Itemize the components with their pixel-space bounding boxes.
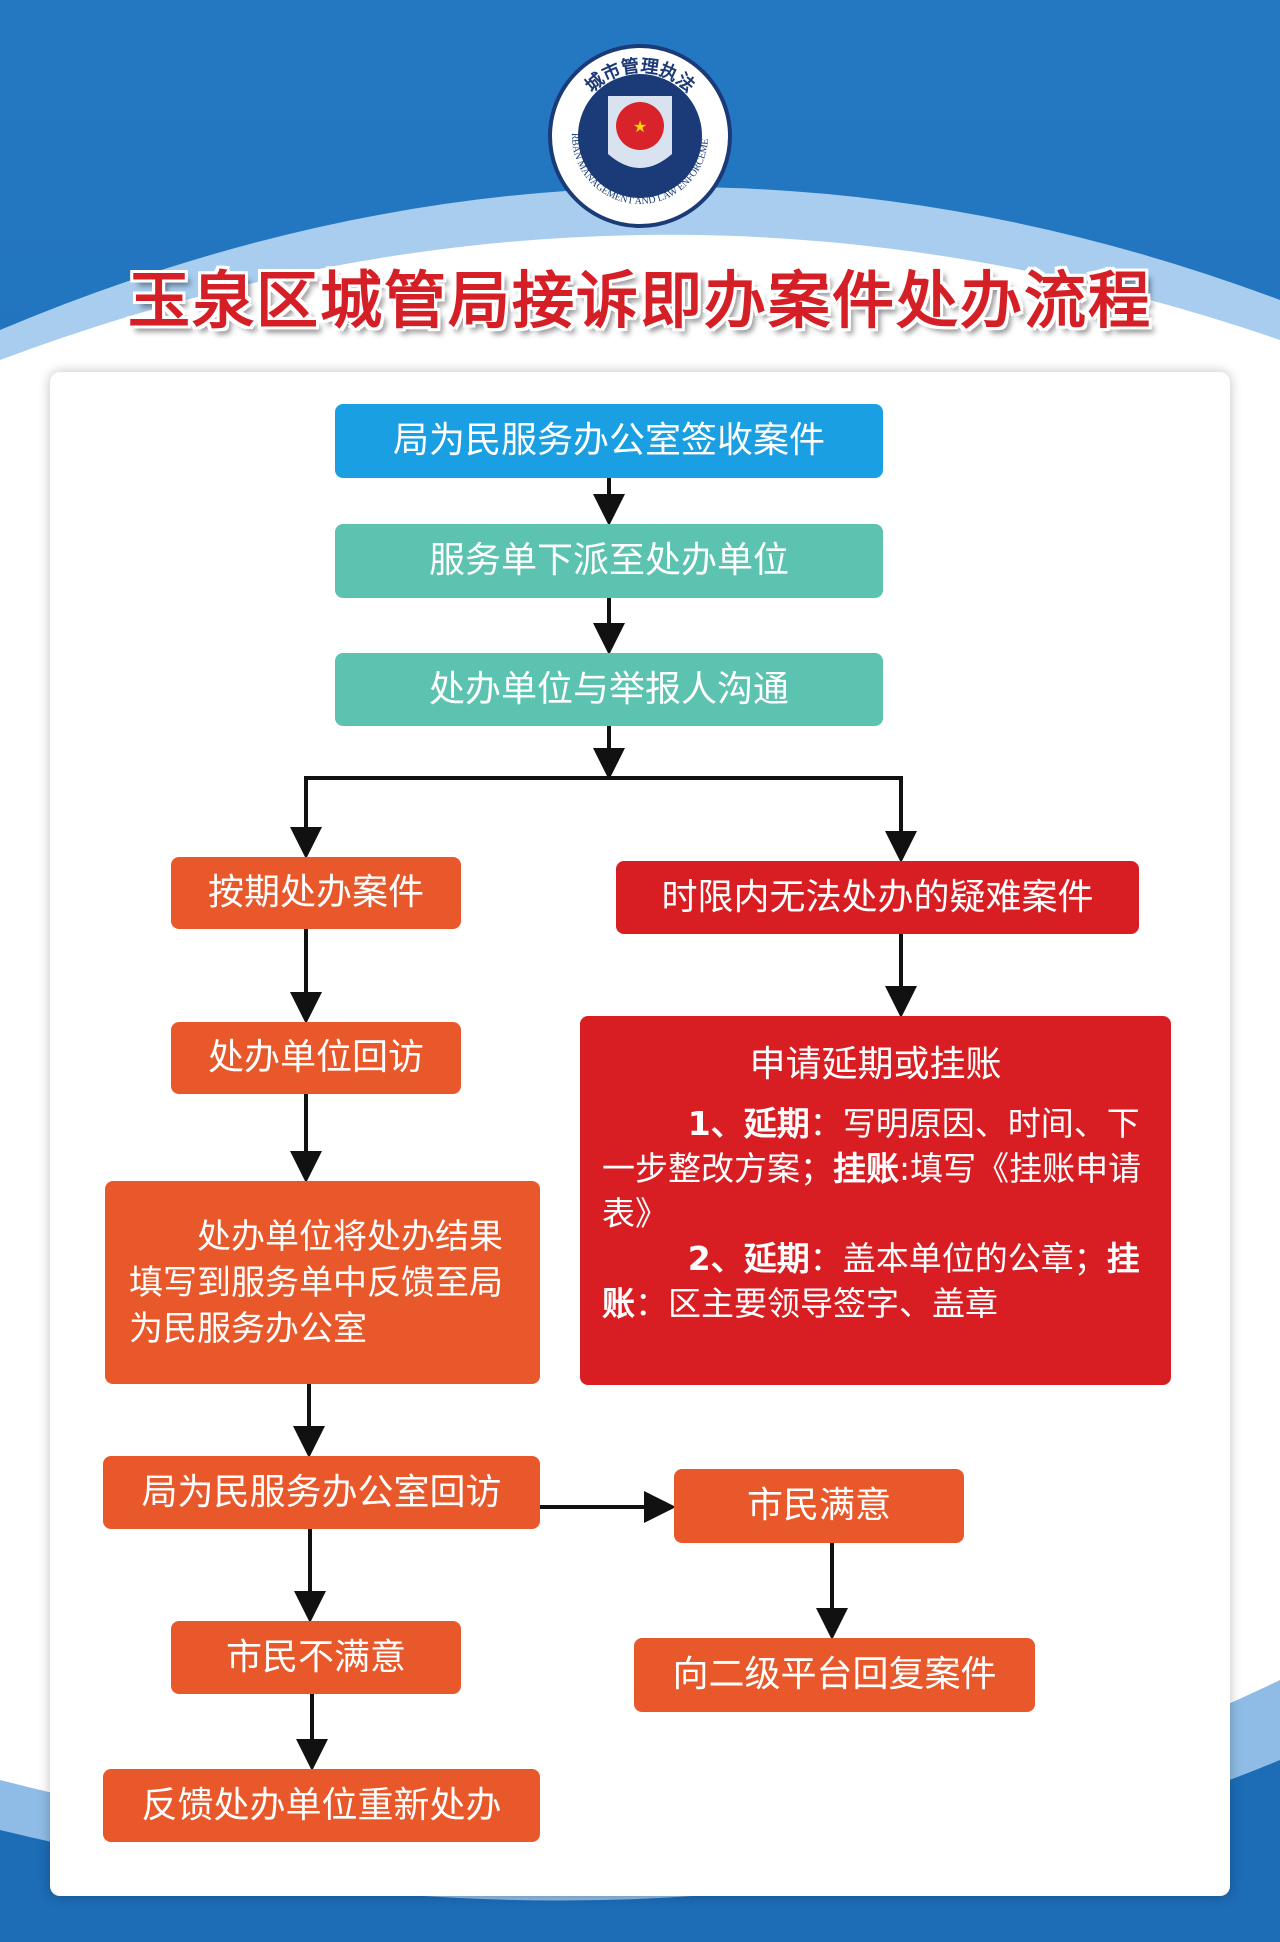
step-unsatisfied: 市民不满意 [171, 1621, 461, 1694]
urban-management-logo: ★ 城市管理执法 URBAN MANAGEMENT AND LAW ENFORC… [548, 44, 732, 228]
step-office-revisit: 局为民服务办公室回访 [103, 1456, 540, 1529]
step-handle-on-time: 按期处办案件 [171, 857, 461, 929]
apply-item-2: 2、延期：盖本单位的公章；挂账：区主要领导签字、盖章 [602, 1239, 1140, 1323]
svg-text:★: ★ [633, 117, 647, 136]
branch-line [304, 776, 917, 863]
step-sign-case: 局为民服务办公室签收案件 [335, 404, 883, 478]
apply-heading: 申请延期或挂账 [749, 1044, 1002, 1085]
apply-extension-box: 申请延期或挂账 1、延期：写明原因、时间、下一步整改方案；挂账:填写《挂账申请表… [580, 1016, 1171, 1385]
apply-item-1: 1、延期：写明原因、时间、下一步整改方案；挂账:填写《挂账申请表》 [602, 1104, 1142, 1233]
step-communicate: 处办单位与举报人沟通 [335, 653, 883, 726]
page-title: 玉泉区城管局接诉即办案件处办流程 [127, 264, 1152, 337]
step-redo: 反馈处办单位重新处办 [103, 1769, 540, 1842]
step-reply-platform: 向二级平台回复案件 [634, 1638, 1035, 1712]
step-fill-result: 处办单位将处办结果填写到服务单中反馈至局为民服务办公室 [105, 1181, 540, 1384]
step-unit-revisit: 处办单位回访 [171, 1022, 461, 1094]
step-dispatch: 服务单下派至处办单位 [335, 524, 883, 598]
step-difficult-case: 时限内无法处办的疑难案件 [616, 861, 1139, 934]
step-satisfied: 市民满意 [674, 1469, 964, 1543]
